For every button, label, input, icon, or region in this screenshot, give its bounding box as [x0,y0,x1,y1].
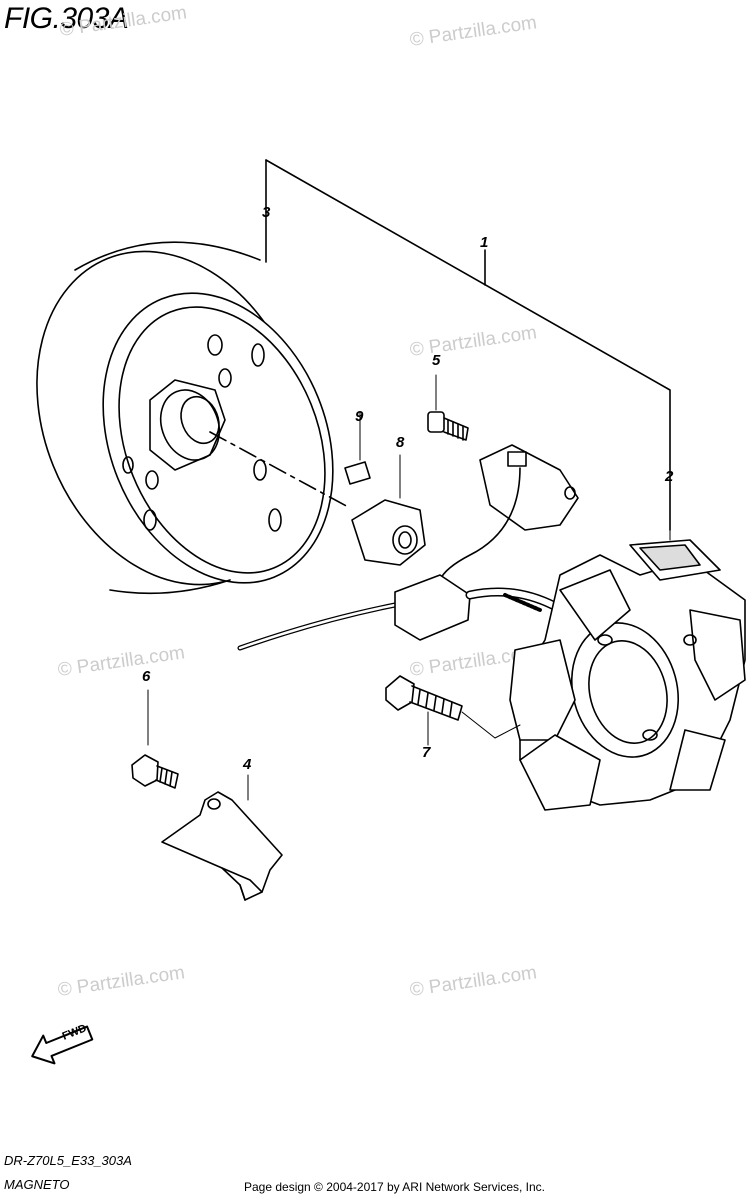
callout-1: 1 [480,234,489,251]
callout-3: 3 [262,204,271,221]
callout-4: 4 [243,756,252,773]
diagram-caption: MAGNETO [4,1177,70,1192]
diagram-code: DR-Z70L5_E33_303A [4,1153,132,1168]
fwd-arrow-icon [31,1025,94,1065]
callout-9: 9 [355,408,364,425]
callout-7: 7 [422,744,431,761]
pulser-bolt [427,374,469,441]
figure-title: FIG.303A [4,2,129,35]
flywheel-nut [351,454,426,566]
callout-8: 8 [396,434,405,451]
stator-assembly [509,481,746,811]
copyright-footer: Page design © 2004-2017 by ARI Network S… [244,1180,546,1194]
callout-5: 5 [432,352,441,369]
stator-screw [385,675,521,746]
callout-2: 2 [665,468,674,485]
clamp-bolt [131,689,179,789]
callout-6: 6 [142,668,151,685]
pickup-coil [439,444,579,581]
wire-clamp [161,774,283,901]
flywheel-rotor [36,241,351,595]
woodruff-key [344,411,371,485]
